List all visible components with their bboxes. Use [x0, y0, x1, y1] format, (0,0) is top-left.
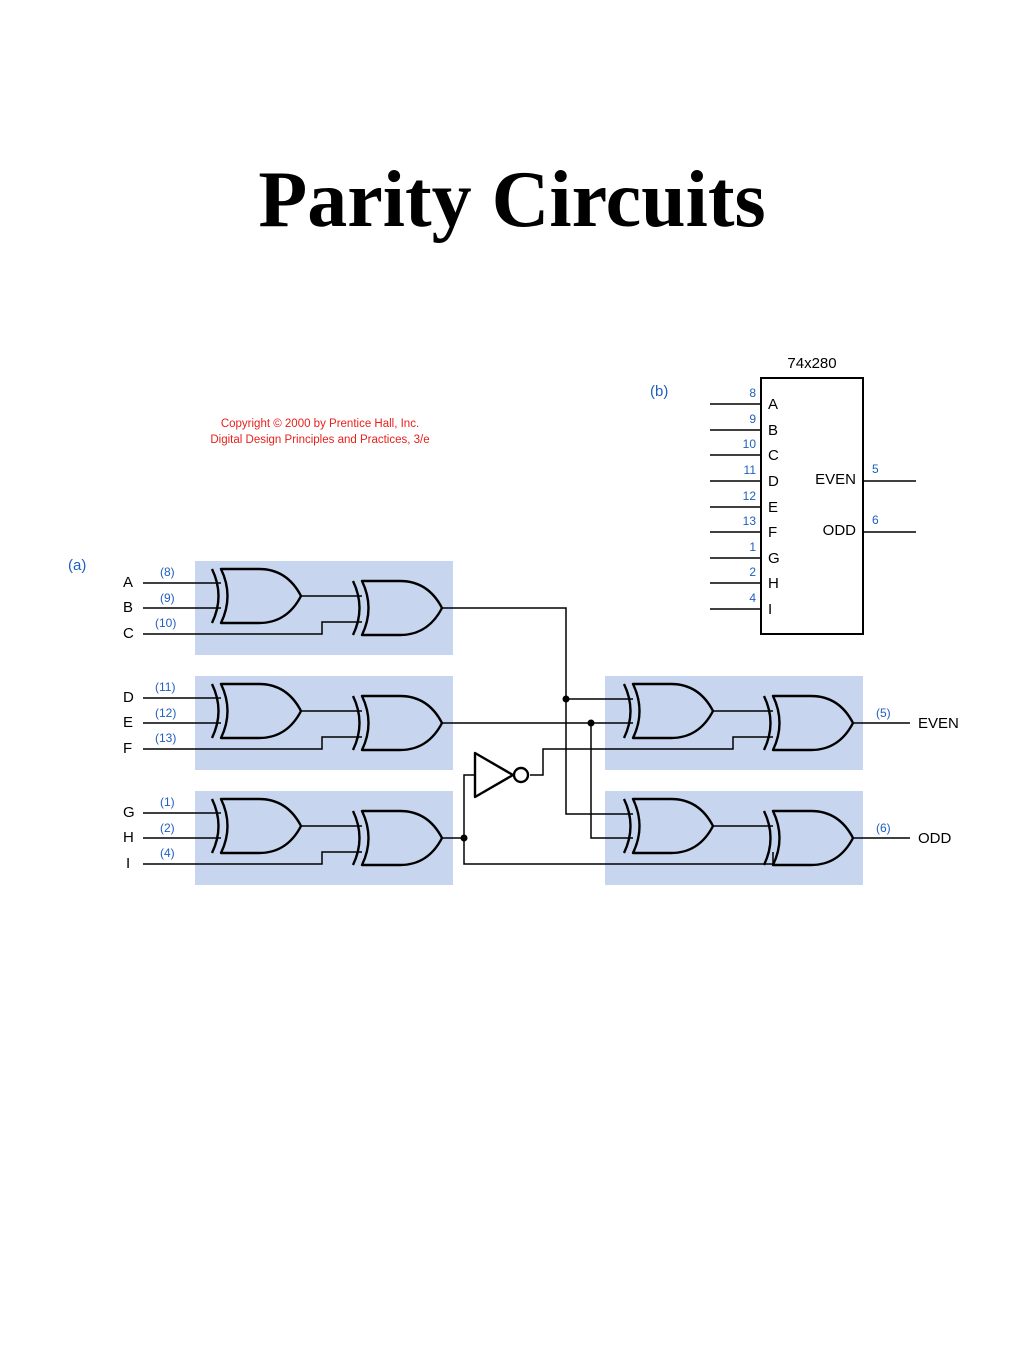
chip-pin-g: 1	[749, 540, 756, 554]
chip-input-b: B	[768, 422, 778, 439]
chip-pin-a: 8	[749, 386, 756, 400]
chip-input-c: C	[768, 447, 779, 464]
gate-block-even	[605, 676, 863, 770]
chip-pin-i: 4	[749, 591, 756, 605]
chip-74x280	[760, 377, 864, 635]
input-pin-d: (11)	[155, 680, 175, 694]
input-pin-b: (9)	[160, 591, 175, 605]
chip-input-h: H	[768, 575, 779, 592]
chip-name: 74x280	[787, 355, 836, 372]
input-pin-i: (4)	[160, 846, 175, 860]
copyright-line-1: Copyright © 2000 by Prentice Hall, Inc.	[221, 418, 419, 430]
chip-pin-h: 2	[749, 565, 756, 579]
chip-pin-b: 9	[749, 412, 756, 426]
chip-pin-odd: 6	[872, 513, 879, 527]
output-pin-odd: (6)	[876, 821, 891, 835]
input-label-e: E	[123, 714, 133, 731]
chip-pin-c: 10	[743, 437, 757, 451]
chip-pin-f: 13	[743, 514, 757, 528]
input-pin-a: (8)	[160, 565, 175, 579]
input-label-c: C	[123, 625, 134, 642]
input-label-g: G	[123, 804, 135, 821]
input-pin-e: (12)	[155, 706, 176, 720]
gate-block-abc	[195, 561, 453, 655]
input-label-h: H	[123, 829, 134, 846]
chip-input-g: G	[768, 550, 780, 567]
gate-block-ghi	[195, 791, 453, 885]
chip-input-e: E	[768, 499, 778, 516]
chip-input-pins	[710, 403, 761, 610]
input-pin-h: (2)	[160, 821, 175, 835]
junction-dot	[460, 834, 468, 842]
junction-dot	[562, 695, 570, 703]
chip-pin-e: 12	[743, 489, 757, 503]
panel-a: (a) A B C D E F G H I (8) (9) (10) (11) …	[68, 557, 959, 885]
output-label-odd: ODD	[918, 830, 952, 847]
inverter-gate	[473, 751, 530, 799]
output-pin-even: (5)	[876, 706, 891, 720]
output-label-even: EVEN	[918, 715, 959, 732]
input-pin-c: (10)	[155, 616, 176, 630]
panel-b: (b) 74x280 A B C D E F G H I 8 9 10 11 1…	[650, 355, 916, 635]
chip-input-i: I	[768, 601, 772, 618]
panel-b-label: (b)	[650, 383, 668, 400]
input-pin-g: (1)	[160, 795, 175, 809]
input-pin-f: (13)	[155, 731, 176, 745]
junction-dot	[587, 719, 595, 727]
input-label-a: A	[123, 574, 133, 591]
chip-input-a: A	[768, 396, 778, 413]
gate-block-odd	[605, 791, 863, 885]
input-label-b: B	[123, 599, 133, 616]
chip-output-even: EVEN	[815, 471, 856, 488]
input-label-i: I	[126, 855, 130, 872]
chip-input-f: F	[768, 524, 777, 541]
copyright-line-2: Digital Design Principles and Practices,…	[210, 434, 429, 446]
input-label-f: F	[123, 740, 132, 757]
chip-input-d: D	[768, 473, 779, 490]
panel-a-label: (a)	[68, 557, 86, 574]
chip-output-odd: ODD	[823, 522, 857, 539]
input-wires	[143, 582, 362, 865]
gate-block-def	[195, 676, 453, 770]
input-label-d: D	[123, 689, 134, 706]
routing-wires	[442, 607, 774, 865]
chip-pin-d: 11	[744, 463, 757, 477]
page-title: Parity Circuits	[258, 156, 766, 244]
chip-pin-even: 5	[872, 462, 879, 476]
